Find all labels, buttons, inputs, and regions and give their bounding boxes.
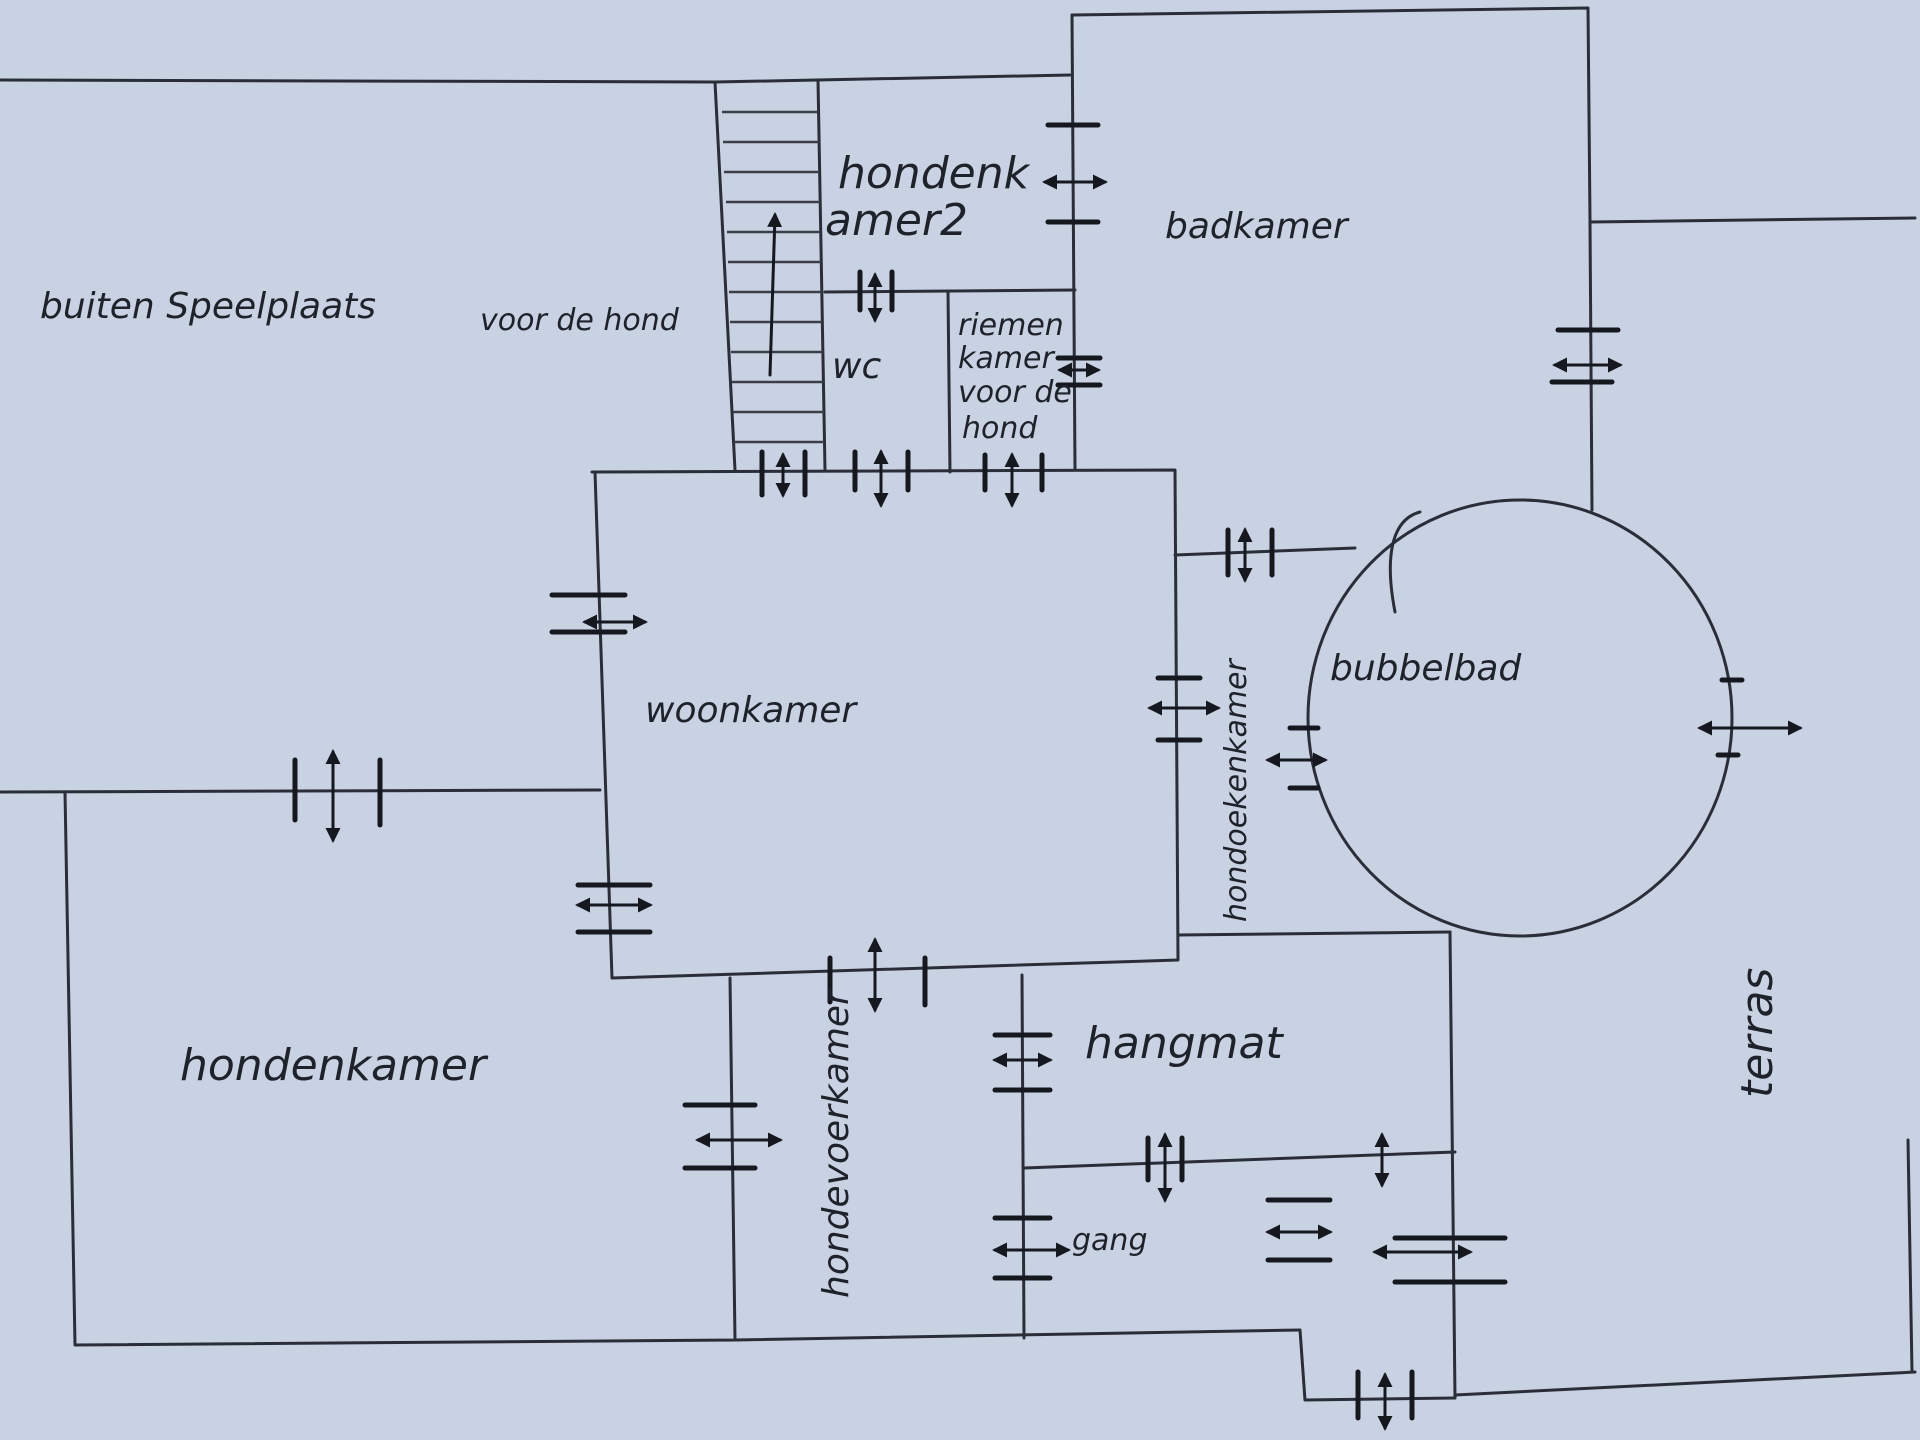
door-hondekoekenkamer-bubbelbad: [1265, 725, 1328, 791]
door-woonkamer-hondekoekenkamer: [1147, 675, 1221, 743]
label-bubbelbad: bubbelbad: [1330, 648, 1522, 689]
label-gang: gang: [1072, 1223, 1147, 1258]
door-hangmat-gang: [1145, 1132, 1185, 1203]
label-riemenkamer-line4: hond: [962, 411, 1038, 446]
label-hondenkamer2-line2: amer2: [825, 195, 968, 246]
door-bottom-exit: [1355, 1369, 1415, 1431]
door-buiten-hondenkamer: [292, 749, 383, 843]
stairs-up-arrow-icon: [767, 212, 783, 377]
door-hondenkamer2-badkamer: [1042, 122, 1108, 225]
label-hondenkamer2-line1: hondenk: [838, 148, 1031, 199]
label-terras: terras: [1732, 968, 1783, 1098]
label-hondekoekenkamer: hondoekenkamer: [1219, 657, 1254, 922]
label-voor-de-hond: voor de hond: [480, 303, 680, 338]
label-woonkamer: woonkamer: [645, 690, 858, 731]
walls: [0, 6, 1917, 1402]
stairs: [722, 110, 824, 444]
door-hondevoerkamer-hangmat: [992, 1032, 1053, 1093]
door-gang-small-room: [1265, 1197, 1333, 1263]
room-labels: buiten Speelplaats voor de hond hondenk …: [40, 148, 1783, 1298]
door-gang-terras: [1372, 1235, 1508, 1285]
door-buiten-woonkamer: [549, 592, 648, 635]
label-riemenkamer-line3: voor de: [958, 375, 1072, 410]
door-hondenkamer-hondevoerkamer: [682, 1102, 783, 1171]
door-stairs-woonkamer: [759, 449, 808, 498]
door-woonkamer-bubbelbad: [1225, 527, 1275, 583]
label-hangmat: hangmat: [1085, 1018, 1284, 1069]
door-bubbelbad-terras: [1697, 677, 1803, 758]
door-wc-woonkamer: [852, 449, 911, 508]
door-woonkamer-hondevoerkamer: [827, 937, 928, 1013]
label-wc: wc: [832, 346, 881, 387]
label-hondenkamer: hondenkamer: [180, 1040, 489, 1091]
door-hondenkamer-woonkamer: [575, 882, 653, 935]
label-buiten-speelplaats: buiten Speelplaats: [40, 286, 376, 327]
door-hondevoerkamer-gang: [992, 1215, 1071, 1281]
door-riemenkamer-badkamer: [1055, 355, 1103, 388]
door-badkamer-terras: [1549, 327, 1623, 385]
door-riemenkamer-woonkamer: [982, 452, 1045, 508]
doors: [292, 122, 1803, 1431]
label-hondevoerkamer: hondevoerkamer: [816, 988, 857, 1298]
door-hondenkamer2-wc: [857, 269, 895, 323]
label-riemenkamer-line2: kamer: [958, 341, 1055, 376]
label-riemenkamer-line1: riemen: [958, 308, 1064, 343]
label-badkamer: badkamer: [1165, 206, 1350, 247]
